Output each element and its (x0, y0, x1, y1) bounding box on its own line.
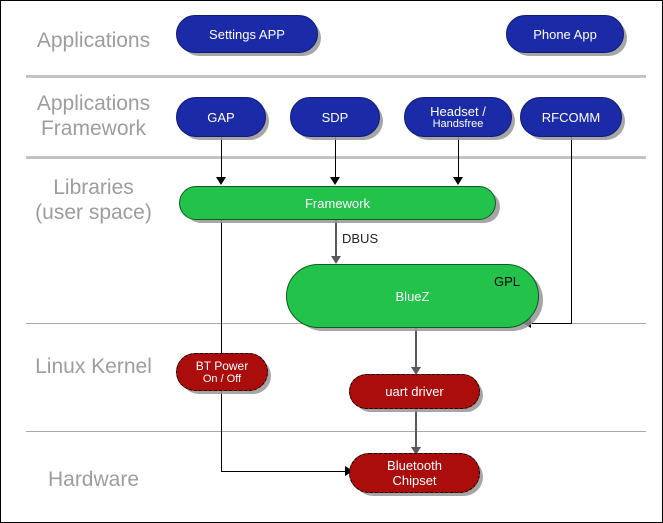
node-bluetooth-chipset[interactable]: Bluetooth Chipset (349, 453, 480, 493)
node-headset-sublabel: Handsfree (432, 118, 484, 130)
divider-linux-kernel (26, 431, 646, 432)
node-gap-label: GAP (207, 109, 235, 125)
edge-framework-to-chipset-vertical (221, 219, 222, 472)
arrowhead-bluez-uart (411, 367, 421, 375)
divider-applications (26, 75, 646, 78)
node-framework-label: Framework (304, 195, 370, 211)
node-rfcomm-label: RFCOMM (541, 109, 601, 125)
edge-gap-to-framework (221, 137, 222, 179)
edge-rfcomm-to-bluez-horizontal (529, 323, 572, 324)
arrowhead-framework-bluez (331, 256, 341, 264)
node-bluez-badge-gpl: GPL (493, 274, 520, 289)
edge-sdp-to-framework (335, 137, 336, 179)
arrowhead-rfcomm-bluez (523, 318, 531, 328)
arrowhead-headset-framework (453, 177, 463, 185)
layer-label-libraries: Libraries (user space) (35, 176, 152, 224)
edge-rfcomm-to-bluez-vertical (571, 137, 572, 324)
node-bluez[interactable]: GPL BlueZ (286, 264, 539, 328)
layer-label-linux-kernel: Linux Kernel (35, 355, 152, 378)
node-settings-app[interactable]: Settings APP (176, 15, 318, 53)
layer-label-applications: Applications (36, 29, 151, 52)
node-gap[interactable]: GAP (176, 97, 266, 137)
layer-label-hardware: Hardware (47, 468, 140, 491)
edge-uart-to-chipset (415, 409, 417, 451)
node-bt-power-sublabel: On / Off (202, 373, 242, 385)
arrowhead-gap-framework (216, 177, 226, 185)
node-bt-power[interactable]: BT Power On / Off (176, 353, 268, 391)
node-phone-app[interactable]: Phone App (506, 15, 624, 53)
node-settings-app-label: Settings APP (209, 26, 285, 42)
node-framework[interactable]: Framework (179, 186, 496, 220)
node-headset-label: Headset / (430, 104, 486, 119)
node-bluetooth-chipset-sublabel: Chipset (392, 473, 437, 488)
node-bluez-label: BlueZ (395, 288, 430, 304)
edge-bluez-to-uart (415, 328, 417, 370)
edge-framework-to-chipset-horizontal (221, 471, 349, 472)
node-sdp-label: SDP (321, 109, 349, 125)
node-headset-handsfree[interactable]: Headset / Handsfree (404, 97, 512, 137)
edge-headset-to-framework (458, 137, 459, 179)
node-sdp[interactable]: SDP (290, 97, 380, 137)
node-bluetooth-chipset-label: Bluetooth (387, 458, 442, 473)
edge-framework-to-bluez (335, 220, 337, 258)
arrowhead-sdp-framework (330, 177, 340, 185)
node-uart-driver-label: uart driver (385, 384, 444, 399)
node-uart-driver[interactable]: uart driver (349, 374, 480, 409)
arrowhead-uart-chipset (411, 447, 421, 455)
layer-label-applications-framework: Applications Framework (36, 92, 151, 140)
edge-label-dbus: DBUS (342, 231, 379, 246)
node-bt-power-label: BT Power (195, 359, 249, 373)
divider-applications-framework (26, 156, 646, 159)
node-phone-app-label: Phone App (533, 26, 597, 42)
node-rfcomm[interactable]: RFCOMM (520, 97, 622, 137)
